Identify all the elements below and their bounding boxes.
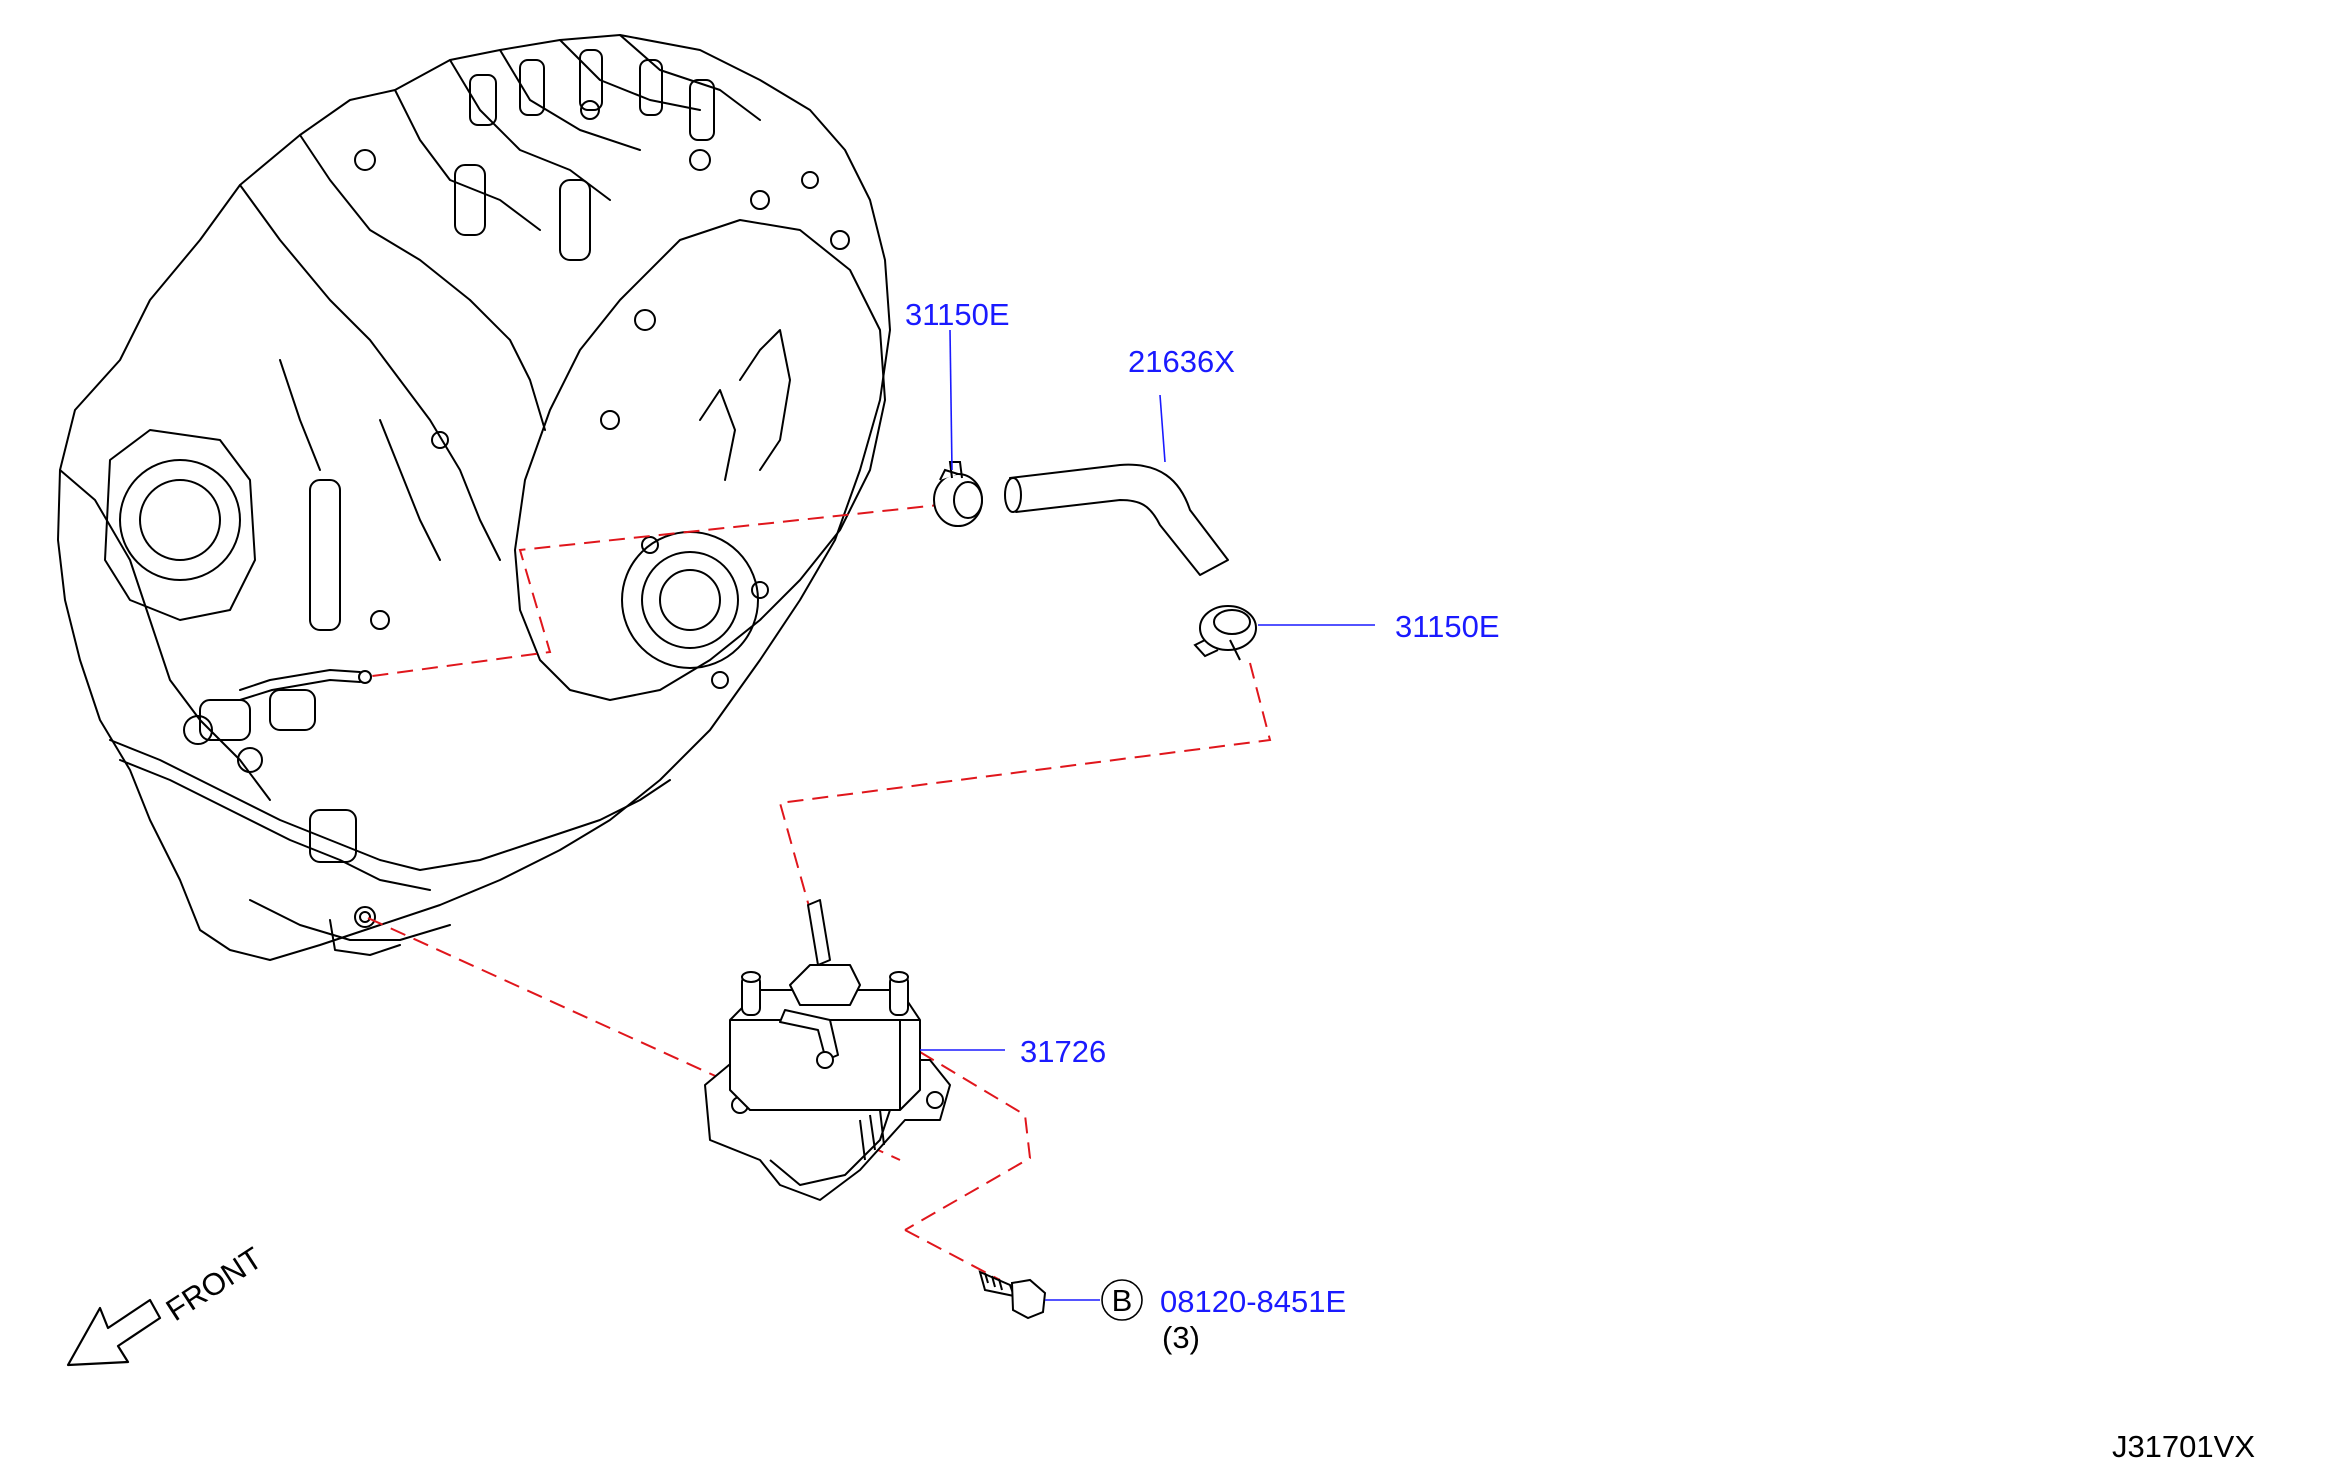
callout-hose[interactable]: 21636X	[1128, 344, 1235, 379]
figure-code: J31701VX	[2112, 1429, 2255, 1464]
front-label: FRONT	[160, 1240, 269, 1328]
callout-oil-cooler[interactable]: 31726	[1020, 1034, 1106, 1069]
bolt-badge-circle	[1101, 1279, 1143, 1321]
bolt-quantity: (3)	[1162, 1320, 1200, 1355]
mounting-bolt[interactable]	[978, 1270, 1047, 1320]
hose-clamp-lower[interactable]	[1193, 605, 1257, 661]
callout-clamp-upper[interactable]: 31150E	[905, 297, 1010, 332]
front-direction-indicator: FRONT	[66, 1240, 269, 1367]
coolant-hose[interactable]	[1004, 463, 1229, 576]
bolt-badge-letter: B	[1112, 1283, 1133, 1318]
callout-bolt[interactable]: 08120-8451E	[1160, 1284, 1346, 1319]
front-arrow-icon	[66, 1298, 162, 1367]
callout-labels: 31150E 21636X 31150E 31726 B 08120-8451E…	[905, 297, 1500, 1355]
transmission-assembly	[57, 34, 891, 961]
oil-cooler[interactable]	[704, 899, 951, 1201]
hose-clamp-upper[interactable]	[933, 461, 983, 527]
callout-leaders	[920, 329, 1375, 1301]
callout-clamp-lower[interactable]: 31150E	[1395, 609, 1500, 644]
